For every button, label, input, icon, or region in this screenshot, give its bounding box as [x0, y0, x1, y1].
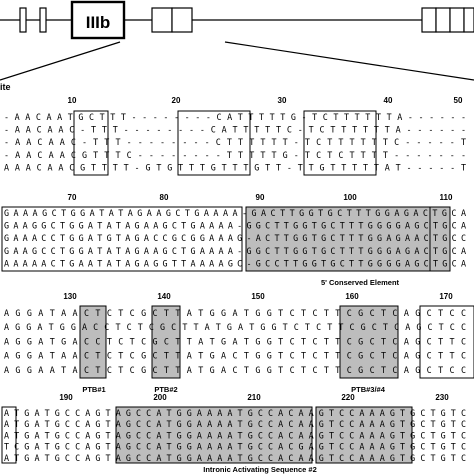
exon-box	[151, 7, 173, 33]
outline-boxes	[1, 110, 474, 464]
sequence-row: GAAGGCTGGATATAGAAGCTGAAAA-GGCTTGGTGCTTTG…	[4, 221, 466, 231]
gene-map	[0, 0, 474, 81]
sequence-row: AGGATGGACCTCTCGCTTATGATGGTCTCTTCGCTCAGCT…	[4, 322, 466, 332]
sequence-row: -AACAAC-TTT--------CTTTTTT-TCTTTTTTC----…	[4, 137, 466, 147]
exon-iiib-box	[70, 0, 126, 40]
sequence-row: AGGATAACTCTCGCTTATGACTGGTCTCTTCGCTCAGCTT…	[4, 351, 466, 361]
sequence-row: GAAGCCTGGATATAGAAGCTGAAAA-GGCTTGGTGCTTTG…	[4, 246, 466, 256]
zoom-line-left	[0, 41, 121, 81]
exon-box	[171, 7, 193, 33]
block2-left-box	[1, 206, 243, 272]
ptb1-shade	[79, 305, 107, 379]
exon-label: IIIb	[86, 13, 111, 32]
position-number: 140	[157, 292, 171, 301]
ptb1-caption: PTB#1	[82, 385, 105, 394]
block1-box	[177, 110, 251, 176]
position-number: 70	[68, 193, 77, 202]
sequence-row: AGGATAACTCTCGCTTATGGATGGTCTCTTCGCTCAGCTC…	[4, 308, 466, 318]
position-number: 200	[153, 393, 167, 402]
conserved-element-shade	[245, 206, 431, 272]
ptb2-caption: PTB#2	[154, 385, 177, 394]
position-number: 20	[172, 96, 181, 105]
position-number: 230	[435, 393, 449, 402]
position-number: 220	[341, 393, 355, 402]
sequence-row: AAAAACTGAATATAGAGGTTAAAAGC-GCCTTGGTGCTTG…	[4, 258, 466, 268]
sequence-row: -AACAACGTTTC--------TTTTTG-TCTCTTTT-----…	[4, 150, 466, 160]
position-number: 190	[59, 393, 73, 402]
position-number: 50	[454, 96, 463, 105]
exon-box	[463, 7, 474, 33]
position-number: 30	[278, 96, 287, 105]
position-number: 80	[160, 193, 169, 202]
sequence-row: AAACAACGTTTT-GTGTTTGTTTGTT-TTGTTTTTAT---…	[4, 162, 466, 172]
alignment-block-1: 10 20 30 40 50 -AACAATGCTTT--------CATTTTTG-T…	[4, 96, 466, 172]
site-label: ite	[0, 82, 11, 92]
exon-box	[435, 7, 451, 33]
position-number: 150	[251, 292, 265, 301]
sequence-row: -AACAAC-TTT--------CATTTTTC-TCTTTTTTA---…	[4, 125, 466, 135]
ias2-shade	[315, 406, 413, 464]
exon-box	[449, 7, 465, 33]
sequence-row: -AACAATGCTTT--------CATTTTTG-TCTTTTTTA--…	[4, 112, 466, 122]
exon-box	[39, 7, 47, 33]
ptb34-shade	[339, 305, 399, 379]
shaded-regions	[79, 206, 451, 464]
ias2-caption: Intronic Activating Sequence #2	[203, 465, 317, 474]
sequence-row: GAAAGCTGGATATAGAAGCTGAAAA-GACTTGGTGCTTTG…	[4, 208, 466, 218]
conserved-element-caption: 5' Conserved Element	[321, 278, 400, 287]
position-number: 210	[247, 393, 261, 402]
exon-box	[421, 7, 437, 33]
zoom-line-right	[224, 41, 474, 81]
position-number: 90	[256, 193, 265, 202]
block1-box	[303, 110, 377, 176]
position-number: 110	[440, 193, 453, 202]
exon-box	[19, 7, 27, 33]
block1-box	[73, 110, 109, 176]
position-number: 130	[63, 292, 77, 301]
conserved-element-shade	[429, 206, 451, 272]
sequence-row: GAAACCTGGATGTAGACCGCGGAAAG-ACTTGGTGCTTTG…	[4, 233, 466, 243]
ptb34-caption: PTB#3/#4	[351, 385, 386, 394]
position-number: 40	[384, 96, 393, 105]
position-number: 100	[343, 193, 357, 202]
sequence-row: AGGAATACTCTCGCTTATGACTGGTCTCTTCGCTCAGCTC…	[4, 365, 466, 375]
sequence-row: AGGATGACCTCTCGCTTATGATGGTCTCTTCGCTCAGCTT…	[4, 336, 466, 346]
block3-right-box	[419, 305, 474, 379]
position-number: 170	[439, 292, 453, 301]
position-number: 10	[68, 96, 77, 105]
ias2-shade	[115, 406, 313, 464]
block4-left-box	[1, 406, 17, 464]
ptb2-shade	[151, 305, 181, 379]
position-number: 160	[345, 292, 359, 301]
